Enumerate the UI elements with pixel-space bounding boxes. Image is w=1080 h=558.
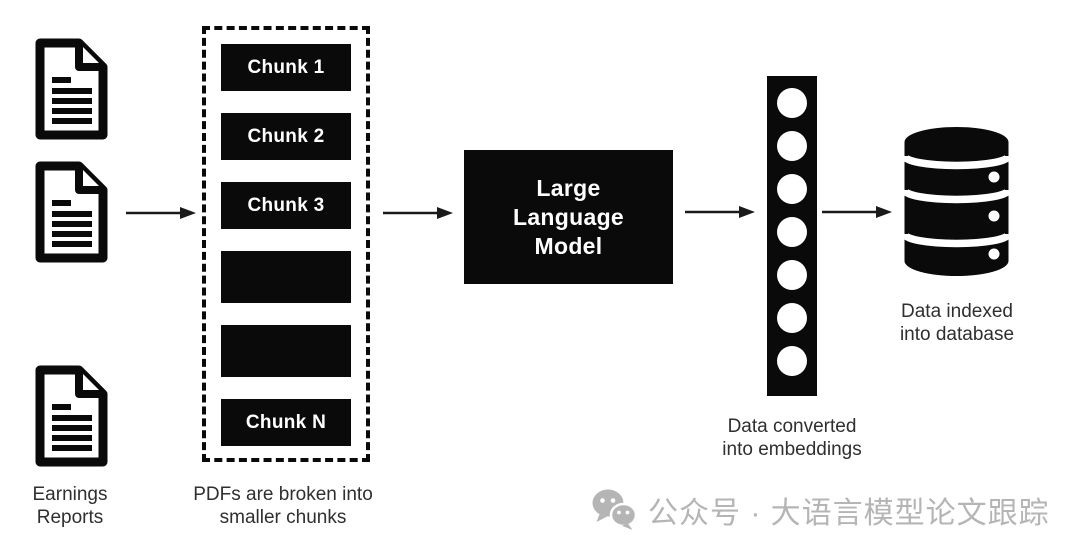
- embedding-dot: [777, 174, 807, 204]
- chunks-caption-line2: smaller chunks: [219, 507, 347, 528]
- chunks-caption: PDFs are broken into smaller chunks: [173, 483, 393, 529]
- database-caption-line1: Data indexed: [901, 301, 1013, 322]
- chunk-box-2: Chunk 2: [221, 113, 351, 160]
- embedding-dot: [777, 303, 807, 333]
- flow-arrow-embeddings-to-database: [822, 204, 892, 220]
- documents-caption-line1: Earnings: [32, 484, 108, 505]
- database-caption-line2: into database: [899, 324, 1015, 345]
- chunks-container: Chunk 1 Chunk 2 Chunk 3 Chunk N: [202, 26, 370, 462]
- flow-arrow-docs-to-chunks: [126, 205, 196, 221]
- embeddings-caption-line2: into embeddings: [722, 439, 862, 460]
- embedding-dot: [777, 88, 807, 118]
- document-icon: [30, 37, 112, 141]
- embeddings-caption-line1: Data converted: [727, 416, 857, 437]
- embeddings-caption: Data converted into embeddings: [697, 415, 887, 461]
- llm-box: Large Language Model: [464, 150, 673, 284]
- document-icon: [30, 364, 112, 468]
- chunk-box-4: [221, 251, 351, 303]
- llm-label-line3: Model: [534, 232, 603, 259]
- wechat-icon: [592, 489, 638, 530]
- chunks-caption-line1: PDFs are broken into: [193, 484, 373, 505]
- embedding-dot: [777, 217, 807, 247]
- documents-caption: Earnings Reports: [10, 483, 130, 529]
- documents-caption-line2: Reports: [36, 507, 104, 528]
- flow-arrow-llm-to-embeddings: [685, 204, 755, 220]
- llm-label-line2: Language: [512, 203, 625, 230]
- watermark-text: 公众号 · 大语言模型论文跟踪: [648, 497, 1050, 530]
- flow-arrow-chunks-to-llm: [383, 205, 453, 221]
- embedding-dot: [777, 346, 807, 376]
- database-caption: Data indexed into database: [876, 300, 1038, 346]
- embedding-dot: [777, 260, 807, 290]
- embedding-dot: [777, 131, 807, 161]
- chunk-box-5: [221, 325, 351, 377]
- database-icon: [900, 127, 1013, 276]
- llm-label-line1: Large: [536, 174, 601, 201]
- embeddings-vector: [767, 76, 817, 396]
- watermark: 公众号 · 大语言模型论文跟踪: [592, 486, 1050, 534]
- chunk-box-1: Chunk 1: [221, 44, 351, 91]
- chunk-box-3: Chunk 3: [221, 182, 351, 229]
- chunk-box-n: Chunk N: [221, 399, 351, 446]
- document-icon: [30, 160, 112, 264]
